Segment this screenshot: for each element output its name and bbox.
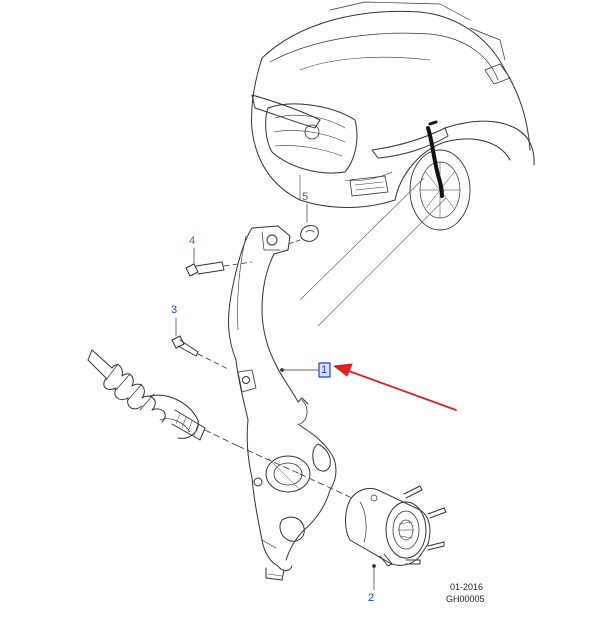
drive-shaft <box>87 349 239 447</box>
highlight-arrow <box>333 363 457 411</box>
callout-label-5[interactable]: 5 <box>302 191 309 203</box>
vehicle-inset <box>251 1 535 231</box>
bolt-item-3 <box>171 335 231 371</box>
revision-date: 01-2016 <box>450 582 484 592</box>
bolt-item-4 <box>185 261 253 277</box>
callout-label-3[interactable]: 3 <box>171 304 178 316</box>
wheel-hub-item-2 <box>345 485 447 567</box>
callout-label-1[interactable]: 1 <box>321 364 328 376</box>
callout-1-box <box>318 362 331 378</box>
callout-label-4[interactable]: 4 <box>189 235 196 247</box>
callout-label-2[interactable]: 2 <box>368 592 375 604</box>
steering-knuckle-item-1 <box>228 225 353 581</box>
callout-leaders <box>175 203 376 591</box>
drawing-code: GH00005 <box>446 594 485 604</box>
nut-item-5 <box>287 225 319 245</box>
inset-leader-lines <box>299 177 447 327</box>
